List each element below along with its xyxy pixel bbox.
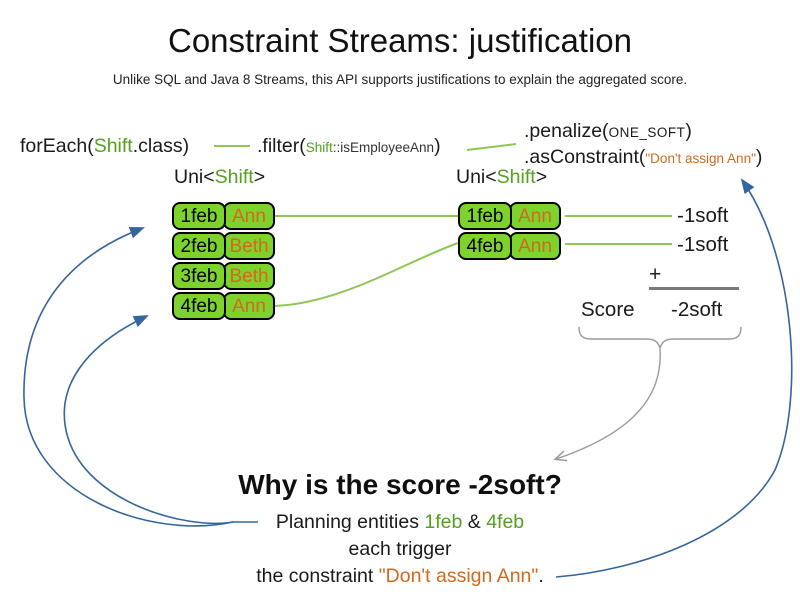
code-penalize-suffix: ) xyxy=(685,120,692,142)
code-filter-type: Shift xyxy=(305,140,333,155)
code-penalize-prefix: .penalize( xyxy=(524,120,609,142)
shift-employee-cell: Beth xyxy=(223,262,275,290)
why-line-1: Planning entities 1feb & 4feb xyxy=(0,509,800,535)
blue-arrow-to-4feb xyxy=(63,315,234,525)
why-entity-1feb: 1feb xyxy=(424,511,463,533)
uni-left-suffix: > xyxy=(253,166,266,188)
score-label: Score xyxy=(581,298,635,321)
code-asconstraint: .asConstraint("Don't assign Ann") xyxy=(524,145,762,171)
penalty-label-1: -1soft xyxy=(677,204,729,227)
shift-employee-cell: Ann xyxy=(509,232,561,260)
why-line1-prefix: Planning entities xyxy=(275,511,425,533)
page-title: Constraint Streams: justification xyxy=(167,22,632,59)
shift-employee-cell: Ann xyxy=(223,202,275,230)
code-filter-method: ::isEmployeeAnn xyxy=(332,140,435,155)
code-asconstraint-prefix: .asConstraint( xyxy=(524,146,646,168)
code-foreach-type: Shift xyxy=(93,135,133,157)
shift-date-cell: 1feb xyxy=(458,202,512,230)
shift-employee-cell: Ann xyxy=(509,202,561,230)
why-line-3: the constraint "Don't assign Ann". xyxy=(0,563,800,589)
shift-employee-cell: Ann xyxy=(223,292,275,320)
code-filter: .filter(Shift::isEmployeeAnn) xyxy=(257,134,441,160)
code-penalize: .penalize(ONE_SOFT) xyxy=(524,119,692,145)
code-filter-suffix: ) xyxy=(434,135,441,157)
uni-left-type: Shift xyxy=(214,166,254,188)
code-asconstraint-suffix: ) xyxy=(755,146,763,168)
score-total: -2soft xyxy=(671,298,723,321)
code-asconstraint-arg: "Don't assign Ann" xyxy=(645,151,756,166)
penalty-label-2: -1soft xyxy=(677,233,729,256)
why-line-2: each trigger xyxy=(348,538,452,560)
shift-date-cell: 2feb xyxy=(172,232,226,260)
uni-right-type: Shift xyxy=(496,166,536,188)
shift-date-cell: 1feb xyxy=(172,202,226,230)
sum-divider-line xyxy=(649,287,739,290)
green-connector-row4feb xyxy=(273,242,459,307)
shift-date-cell: 4feb xyxy=(458,232,512,260)
code-foreach: forEach(Shift.class) xyxy=(20,134,189,158)
page-subtitle: Unlike SQL and Java 8 Streams, this API … xyxy=(112,72,688,87)
why-line3-prefix: the constraint xyxy=(256,565,379,587)
uni-right-suffix: > xyxy=(535,166,548,188)
why-line3-suffix: . xyxy=(538,565,544,587)
blue-arrow-to-constraint xyxy=(555,178,793,578)
why-entity-4feb: 4feb xyxy=(486,511,525,533)
code-foreach-suffix: .class) xyxy=(132,135,190,157)
plus-sign: + xyxy=(649,263,662,286)
uni-right-prefix: Uni< xyxy=(456,166,497,188)
shift-employee-cell: Beth xyxy=(223,232,275,260)
shift-date-cell: 3feb xyxy=(172,262,226,290)
code-filter-prefix: .filter( xyxy=(257,135,306,157)
blue-arrow-to-1feb xyxy=(23,226,258,527)
uni-shift-label-left: Uni<Shift> xyxy=(174,166,265,189)
why-line1-mid: & xyxy=(462,511,487,533)
uni-left-prefix: Uni< xyxy=(174,166,215,188)
shift-date-cell: 4feb xyxy=(172,292,226,320)
code-foreach-prefix: forEach( xyxy=(20,135,94,157)
code-penalize-arg: ONE_SOFT xyxy=(608,125,686,140)
why-constraint-name: "Don't assign Ann" xyxy=(378,565,539,587)
green-connector-filter-penalize xyxy=(466,143,517,151)
uni-shift-label-right: Uni<Shift> xyxy=(456,166,547,189)
score-brace xyxy=(578,326,742,351)
gray-arrow-to-why xyxy=(553,348,661,462)
why-heading: Why is the score -2soft? xyxy=(238,469,562,500)
